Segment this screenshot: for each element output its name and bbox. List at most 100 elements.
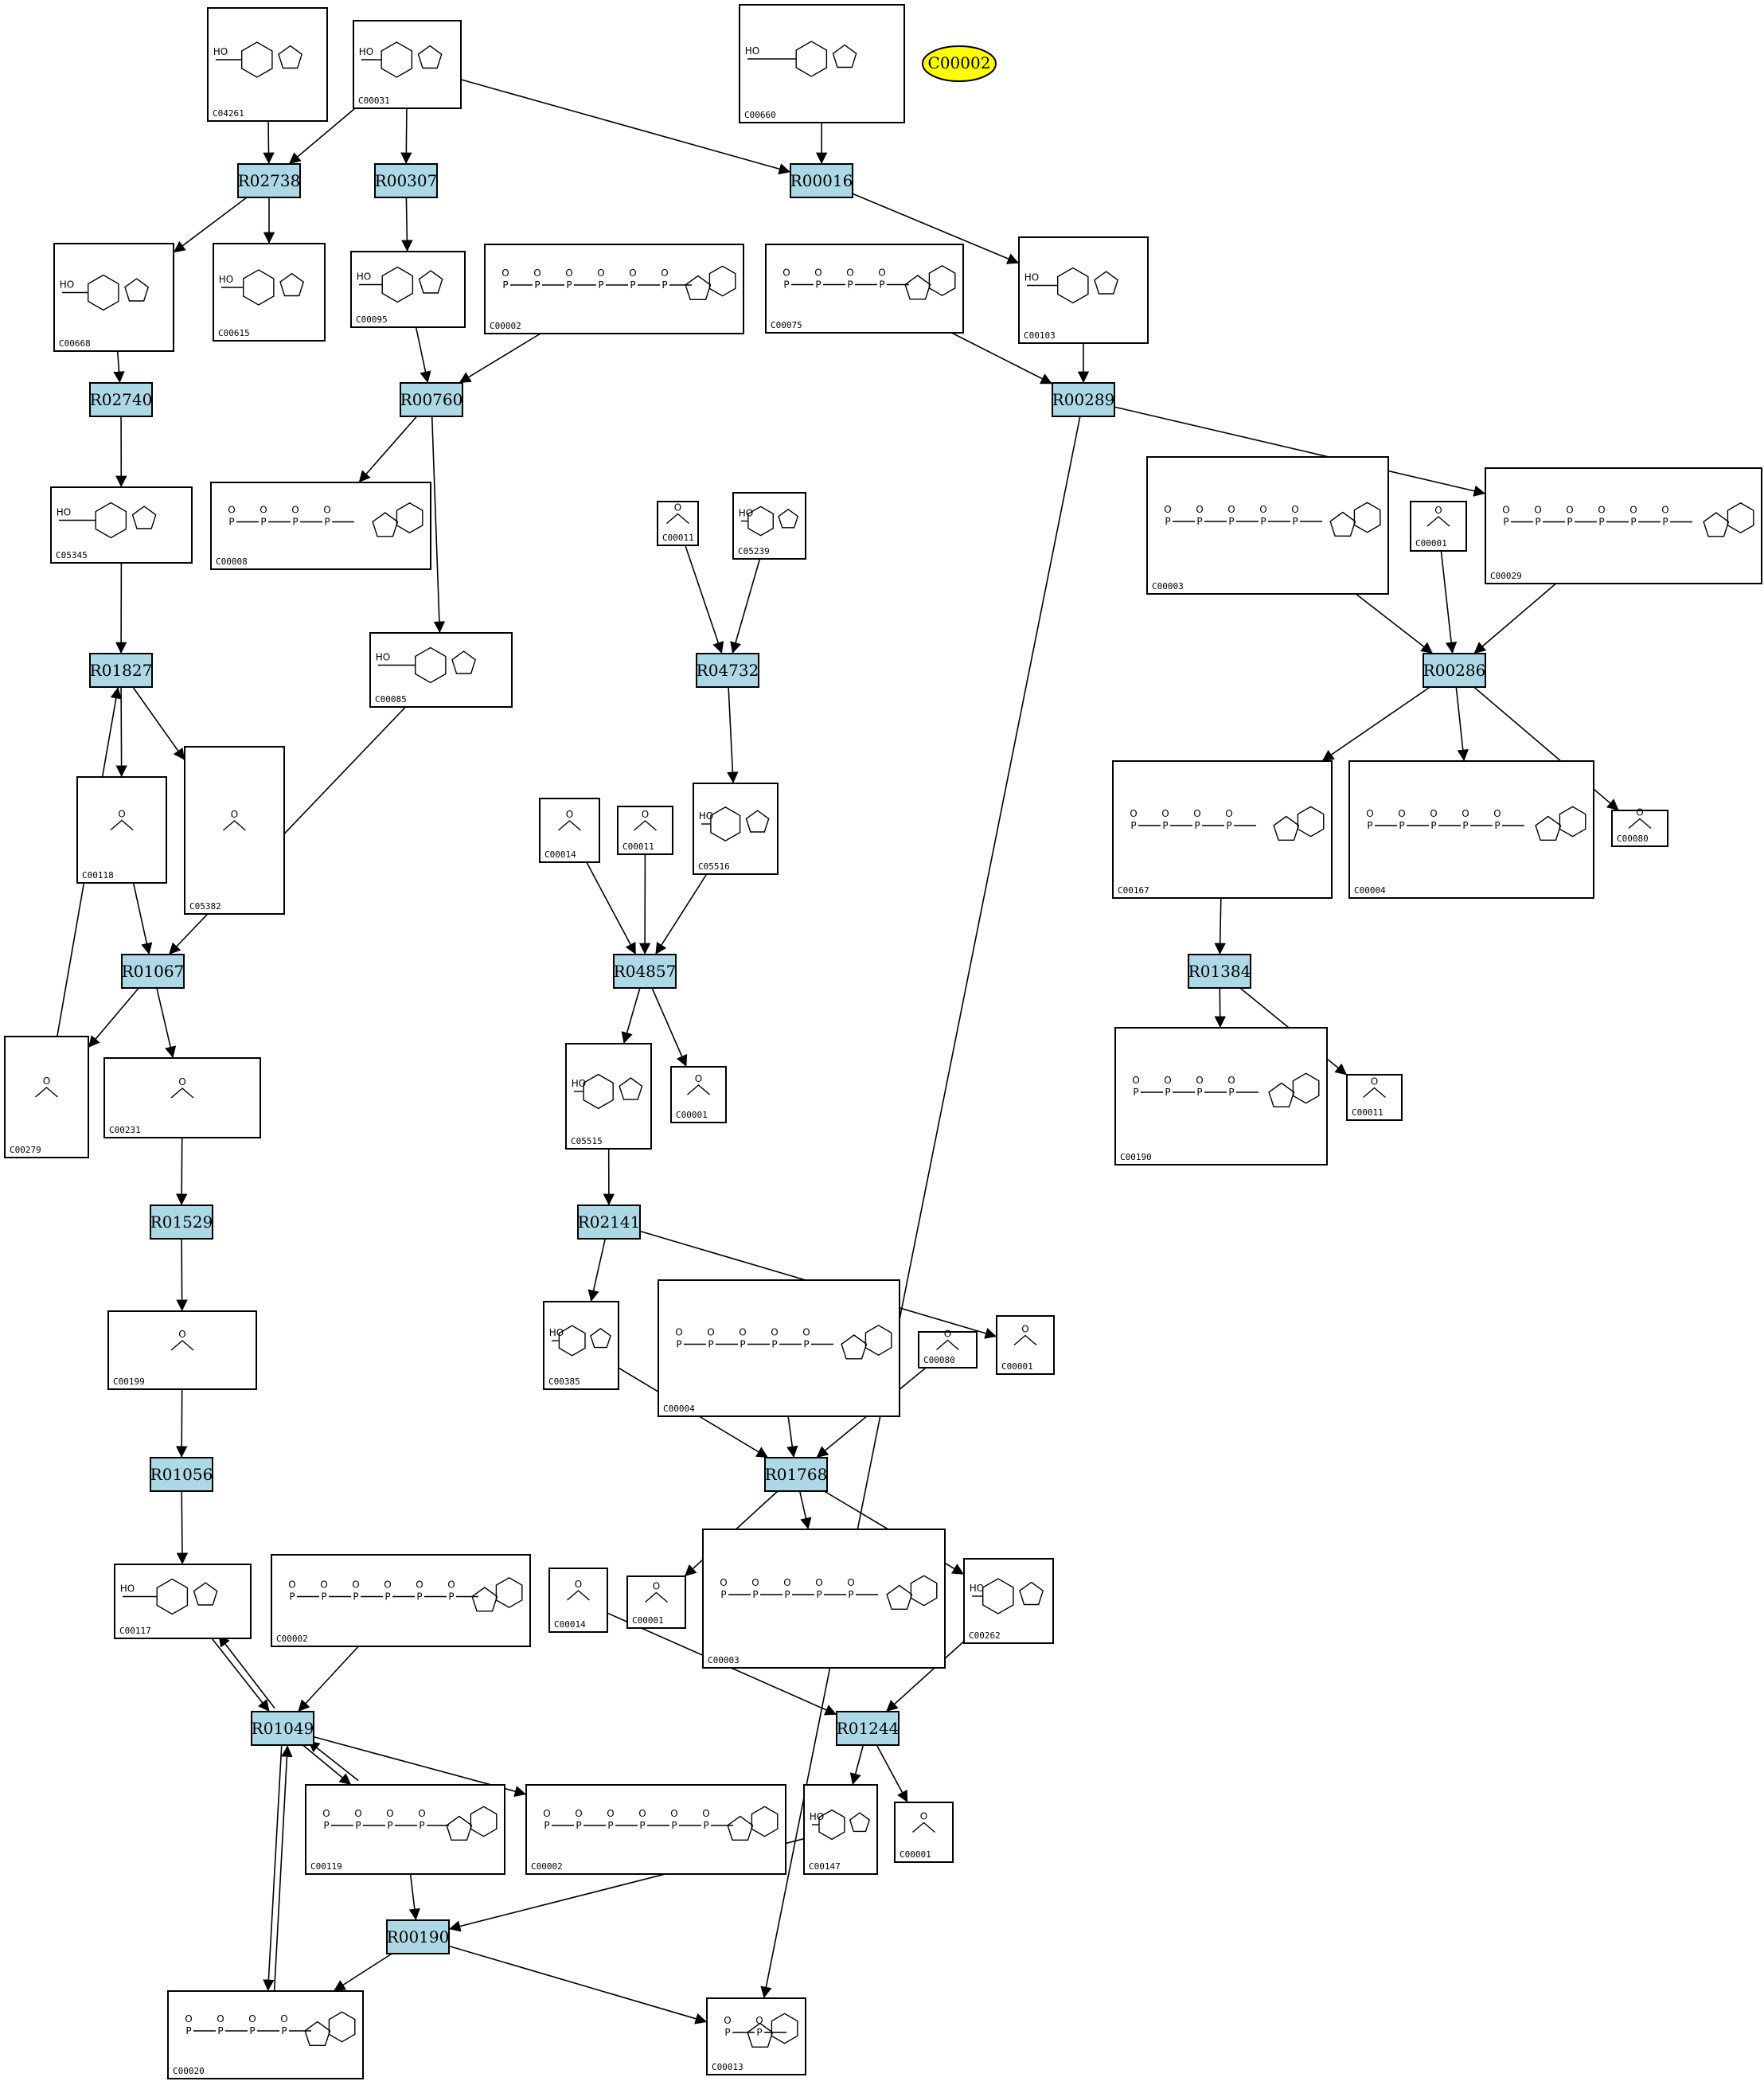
compound-box[interactable]: [1146, 456, 1389, 595]
reaction-node[interactable]: R00190: [386, 1919, 450, 1954]
compound-box[interactable]: [732, 492, 806, 560]
reaction-box[interactable]: [577, 1205, 641, 1240]
compound-box[interactable]: [184, 746, 285, 915]
reaction-box[interactable]: [1188, 954, 1251, 989]
reaction-node[interactable]: R00016: [790, 163, 853, 198]
compound-box[interactable]: [103, 1057, 261, 1138]
reaction-node[interactable]: R01827: [89, 653, 153, 688]
compound-box[interactable]: [1018, 236, 1149, 344]
compound-box[interactable]: [76, 776, 167, 884]
reaction-box[interactable]: [374, 163, 438, 198]
reaction-node[interactable]: R02141: [577, 1205, 641, 1240]
compound-box[interactable]: [4, 1036, 89, 1158]
compound-box[interactable]: [706, 1997, 806, 2075]
compound-box[interactable]: [918, 1331, 978, 1369]
compound-box[interactable]: [1410, 501, 1467, 552]
compound-box[interactable]: [525, 1784, 786, 1875]
compound-box[interactable]: [803, 1784, 878, 1875]
compound-box[interactable]: [369, 632, 513, 708]
reaction-box[interactable]: [237, 163, 301, 198]
compound-box[interactable]: [543, 1301, 619, 1390]
reaction-node[interactable]: R01384: [1188, 954, 1251, 989]
compound-box[interactable]: [548, 1568, 608, 1633]
compound-box[interactable]: [657, 501, 699, 546]
compound-box[interactable]: [565, 1043, 652, 1150]
reaction-box[interactable]: [251, 1711, 314, 1746]
reaction-node[interactable]: R04732: [696, 653, 759, 688]
reaction-node[interactable]: R00286: [1423, 653, 1486, 688]
compound-box[interactable]: [1611, 810, 1668, 847]
reaction-node[interactable]: R01768: [764, 1457, 828, 1492]
highlight-ellipse[interactable]: [922, 45, 997, 82]
compound-box[interactable]: [1114, 1027, 1328, 1165]
compound-box[interactable]: [353, 20, 462, 109]
compound-box[interactable]: [350, 251, 466, 328]
reaction-box[interactable]: [400, 382, 463, 417]
reaction-node[interactable]: R01529: [150, 1205, 213, 1240]
compound-box[interactable]: [271, 1554, 531, 1647]
reaction-box[interactable]: [613, 954, 677, 989]
reaction-box[interactable]: [1052, 382, 1115, 417]
compound-box[interactable]: [693, 783, 779, 875]
reaction-node[interactable]: R02738: [237, 163, 301, 198]
reaction-box[interactable]: [121, 954, 185, 989]
compound-box[interactable]: [739, 4, 905, 123]
compound-box[interactable]: [658, 1279, 900, 1417]
compound-box[interactable]: [1485, 467, 1762, 584]
reaction-node[interactable]: R00307: [374, 163, 438, 198]
reaction-node[interactable]: R01244: [836, 1711, 900, 1746]
reaction-box[interactable]: [89, 653, 153, 688]
compound-box[interactable]: [50, 486, 193, 564]
highlight-node[interactable]: C00002: [922, 45, 997, 82]
reaction-node[interactable]: R00760: [400, 382, 463, 417]
reaction-node[interactable]: R04857: [613, 954, 677, 989]
reaction-box[interactable]: [89, 382, 153, 417]
compound-box[interactable]: [210, 482, 431, 570]
compound-box[interactable]: [626, 1575, 686, 1629]
compound-box[interactable]: [894, 1802, 954, 1863]
reaction-box[interactable]: [150, 1205, 213, 1240]
reaction-box[interactable]: [764, 1457, 828, 1492]
compound-box[interactable]: [114, 1564, 252, 1639]
compound-box[interactable]: [702, 1529, 946, 1669]
compound-box[interactable]: [539, 798, 600, 863]
compound-box[interactable]: [1112, 760, 1333, 899]
reaction-node[interactable]: R01056: [150, 1457, 213, 1492]
compound-box[interactable]: [996, 1315, 1055, 1375]
